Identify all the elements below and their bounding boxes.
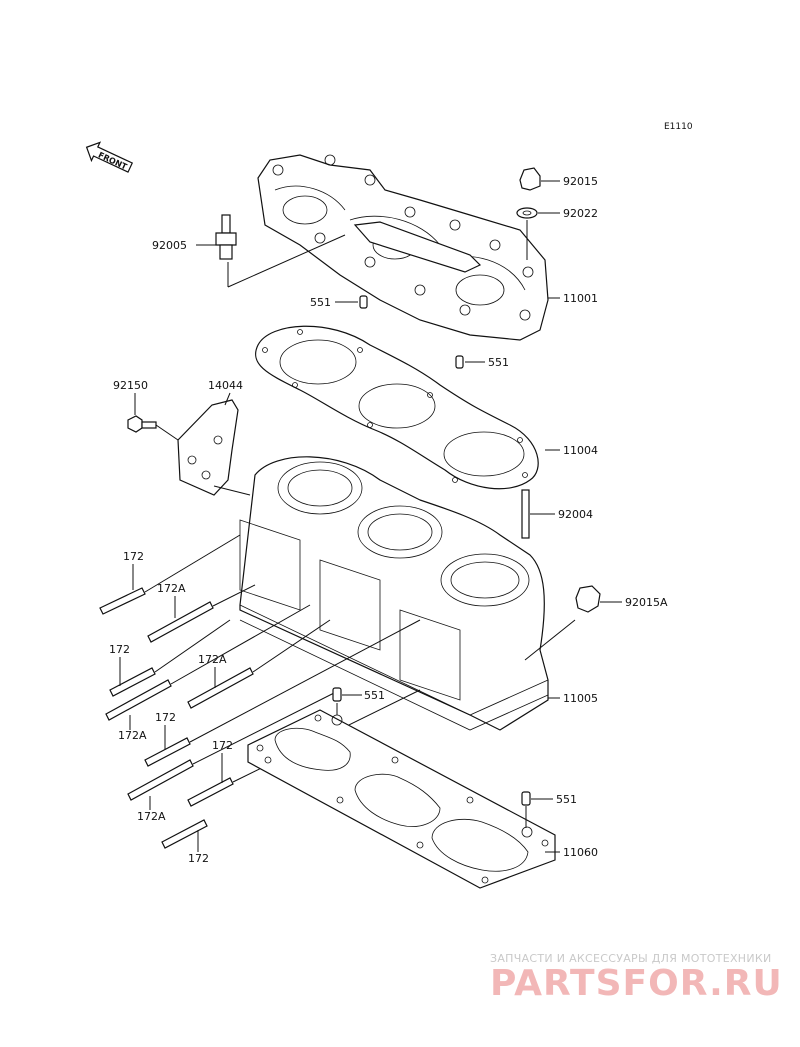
label-551-a: 551 [310,296,331,309]
dowel-pin-551-c [332,687,342,702]
label-172A-d: 172A [137,810,166,823]
stud-172-e [161,819,208,849]
bracket-14044 [177,399,239,496]
nut-92015 [519,167,541,191]
stud-172A-a [147,601,214,643]
label-172-c: 172 [155,711,176,724]
diagram-code: E1110 [664,122,693,132]
label-172-b: 172 [109,643,130,656]
cylinder-head-11001 [257,154,549,341]
front-arrow-icon: FRONT [85,141,134,173]
stud-172A-b [105,679,172,721]
stud-92004 [521,489,530,539]
dowel-pin-551-b [455,355,464,369]
label-92015A: 92015A [625,596,668,609]
label-92004: 92004 [558,508,593,521]
label-92022: 92022 [563,207,598,220]
label-14044: 14044 [208,379,243,392]
watermark-brand: PARTSFOR.RU [490,963,783,1004]
bolt-92150 [127,415,157,433]
label-551-d: 551 [556,793,577,806]
stud-172-c [144,737,191,767]
stud-172-a [99,587,146,615]
watermark-tagline: ЗАПЧАСТИ И АКСЕССУАРЫ ДЛЯ МОТОТЕХНИКИ [490,952,772,965]
head-gasket-11004 [255,325,539,490]
label-92150: 92150 [113,379,148,392]
dowel-pin-551-d [521,791,531,806]
base-gasket-11060 [247,709,556,889]
nut-92015A [575,585,601,613]
label-172-a: 172 [123,550,144,563]
label-11004: 11004 [563,444,598,457]
label-172A-c: 172A [198,653,227,666]
stud-172-d [187,777,234,807]
label-11001: 11001 [563,292,598,305]
label-551-b: 551 [488,356,509,369]
label-172-d: 172 [212,739,233,752]
label-11005: 11005 [563,692,598,705]
label-11060: 11060 [563,846,598,859]
label-92015: 92015 [563,175,598,188]
stud-172A-d [127,759,194,801]
cylinder-block-11005 [239,456,549,731]
label-172-e: 172 [188,852,209,865]
stud-172A-c [187,667,254,709]
washer-92022 [516,207,538,219]
label-551-c: 551 [364,689,385,702]
fitting-92005 [215,214,237,260]
label-172A-b: 172A [118,729,147,742]
label-92005: 92005 [152,239,187,252]
dowel-pin-551-a [359,295,368,309]
stud-172-b [109,667,156,697]
label-172A-a: 172A [157,582,186,595]
